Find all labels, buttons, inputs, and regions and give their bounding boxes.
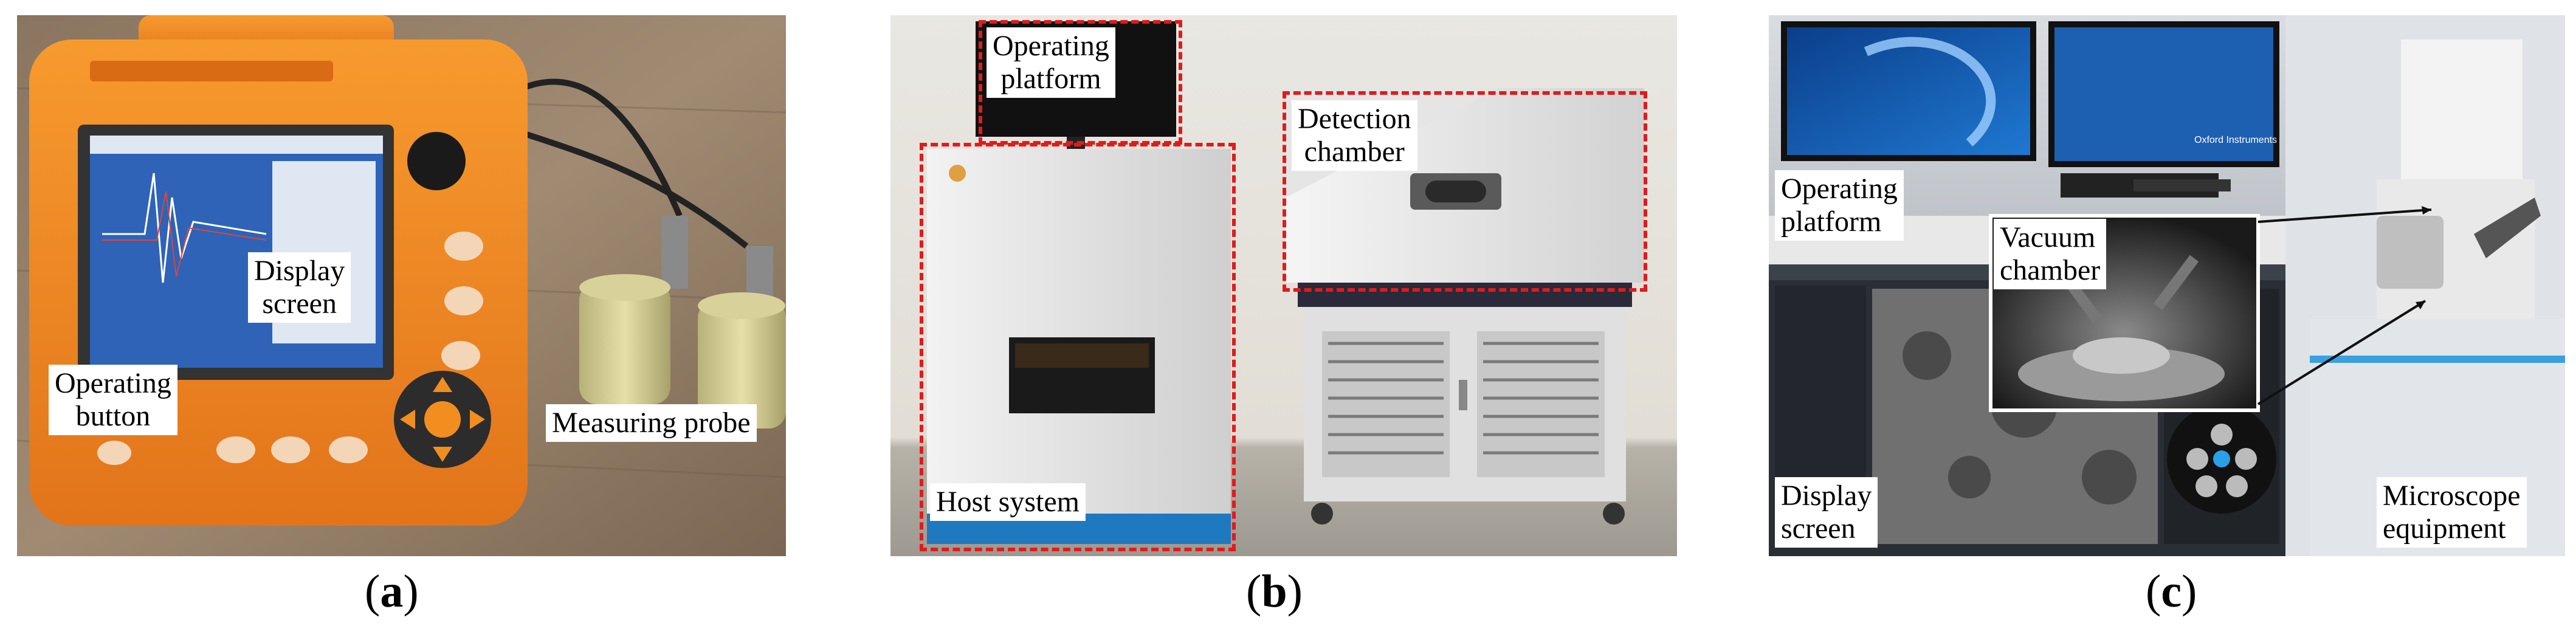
label-detection-chamber: Detection chamber	[1292, 100, 1417, 171]
label-line: Detection	[1298, 103, 1411, 135]
caption-letter: b	[1261, 566, 1287, 617]
label-line: button	[75, 400, 151, 432]
label-operating-button: Operating button	[49, 365, 177, 435]
label-operating-platform: Operating platform	[1775, 170, 1904, 241]
caption-c: (c)	[2146, 566, 2197, 617]
label-line: platform	[1781, 205, 1882, 238]
photo-panel-a: Display screen Operating button Measurin…	[17, 15, 786, 556]
label-line: Operating	[1781, 173, 1898, 205]
label-line: chamber	[2000, 254, 2101, 286]
label-line: screen	[1781, 512, 1856, 545]
label-line: platform	[1000, 63, 1101, 95]
label-line: Microscope	[2383, 480, 2521, 512]
dashed-box-host-system	[920, 143, 1236, 551]
ultrasonic-detector-photo	[17, 15, 786, 556]
caption-b: (b)	[1246, 566, 1303, 617]
dashed-box-detection-chamber	[1283, 91, 1647, 292]
electron-microscope-photo: Oxford Instruments	[1769, 15, 2565, 556]
label-line: equipment	[2383, 512, 2506, 545]
label-line: screen	[262, 288, 337, 320]
label-line: Operating	[55, 367, 171, 399]
label-line: Display	[254, 255, 345, 287]
caption-a: (a)	[365, 566, 419, 617]
caption-letter: a	[380, 566, 404, 617]
label-line: Display	[1781, 480, 1872, 512]
label-measuring-probe: Measuring probe	[546, 404, 757, 442]
photo-panel-b: Operating platform Detection chamber Hos…	[890, 15, 1677, 556]
monitor-brand-text: Oxford Instruments	[2194, 135, 2277, 145]
label-line: Vacuum	[2000, 221, 2096, 253]
probe-2	[698, 301, 786, 429]
label-display-screen: Display screen	[1775, 477, 1878, 548]
label-display-screen: Display screen	[248, 252, 351, 323]
label-host-system: Host system	[930, 483, 1086, 521]
caption-letter: c	[2161, 566, 2182, 617]
photo-panel-c: Oxford Instruments	[1769, 15, 2565, 556]
probe-1	[579, 283, 670, 404]
label-line: Operating	[993, 30, 1109, 62]
label-operating-platform: Operating platform	[987, 27, 1115, 98]
label-vacuum-chamber: Vacuum chamber	[1994, 219, 2107, 289]
label-microscope-equipment: Microscope equipment	[2377, 477, 2527, 548]
microscope-column	[2401, 40, 2523, 179]
label-line: chamber	[1304, 136, 1405, 168]
